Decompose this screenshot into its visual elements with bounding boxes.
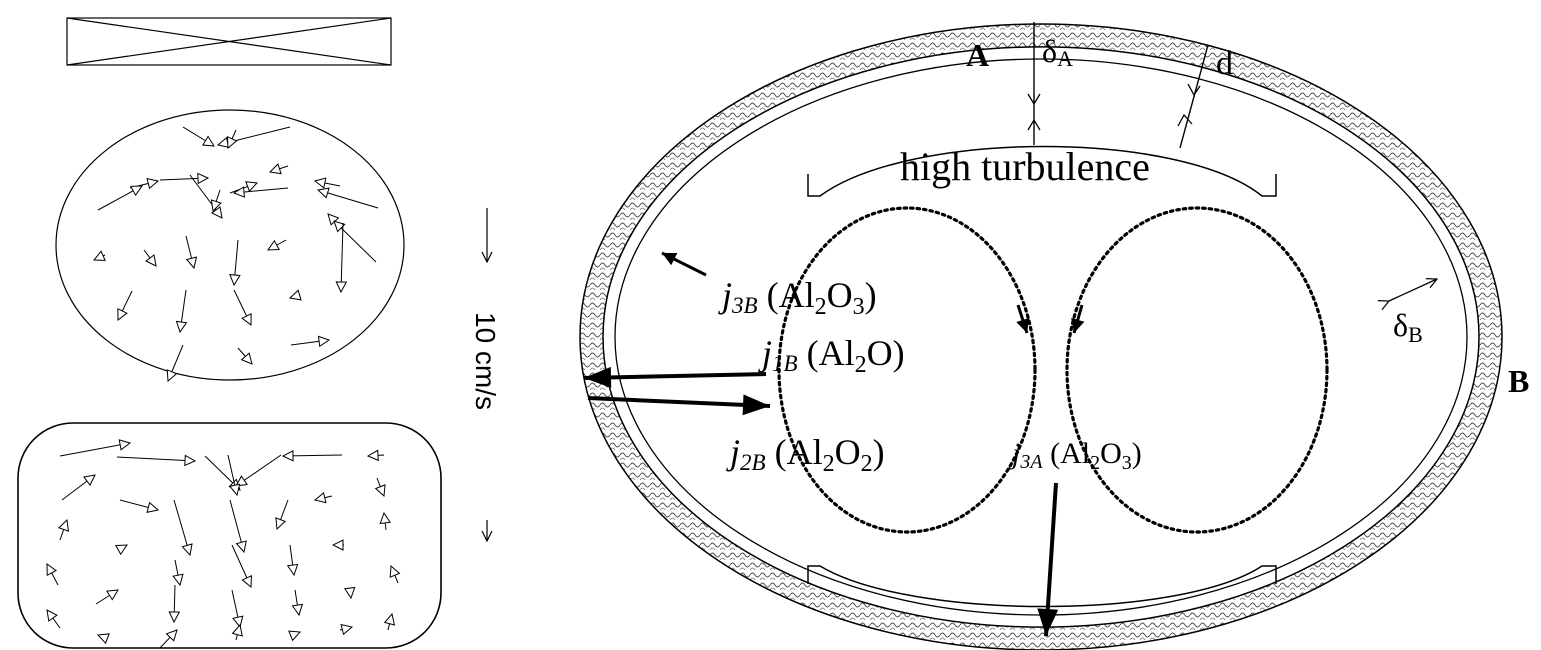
rounded-vector [60, 520, 67, 541]
loop-arrow-left [1016, 304, 1030, 334]
rounded-vector [290, 632, 300, 636]
ellipse-vector [268, 239, 287, 250]
lining-ring [579, 23, 1503, 650]
rounded-vector [231, 544, 251, 587]
rounded-vector [295, 589, 299, 615]
vessel-contour [807, 145, 1277, 197]
thickness-indicators [1027, 22, 1437, 301]
rounded-vector [174, 584, 175, 622]
rounded-vector [61, 475, 95, 501]
rounded-vector [368, 455, 385, 456]
ellipse-velocity-field [55, 109, 405, 381]
ellipse-vector [185, 235, 194, 268]
cross-section [579, 23, 1503, 650]
ellipse-vector [233, 289, 251, 325]
ellipse-vector [334, 221, 377, 263]
ellipse-vector [189, 174, 222, 218]
ellipse-vector [318, 190, 379, 209]
rounded-vector [116, 457, 195, 461]
ellipse-vector [97, 186, 142, 211]
rounded-vector [388, 614, 392, 631]
rounded-vector [118, 545, 127, 550]
rounded-vector [159, 630, 177, 649]
boundary-layer [614, 58, 1468, 616]
rounded-vector [290, 544, 294, 575]
rounded-vector [227, 454, 237, 495]
ellipse-vector [168, 344, 184, 381]
rounded-vector [229, 499, 244, 552]
rounded-vector [377, 477, 384, 496]
ellipse-vector [341, 222, 343, 292]
point-a-label: A [966, 37, 989, 73]
diagram-labels: A B δA d high turbulence δB j3B (Al2O3) … [718, 33, 1529, 477]
d-label: d [1216, 45, 1233, 82]
delta-b-label: δB [1393, 307, 1423, 347]
flux-label-j1b: j1B (Al2O) [758, 333, 905, 378]
rounded-vector [59, 443, 130, 457]
ellipse-vector [270, 166, 289, 172]
delta-b-arrow [1389, 279, 1437, 301]
scale-label: 10 cm/s [470, 312, 501, 410]
high-turbulence-label: high turbulence [900, 144, 1150, 189]
vessel-contour-bottom [807, 565, 1277, 608]
d-line [1179, 44, 1209, 149]
ellipse-vector [143, 249, 156, 266]
rounded-vector [98, 635, 106, 638]
ellipse-vector [129, 181, 158, 188]
ellipse-vector [315, 181, 341, 186]
recirculation-right [1065, 206, 1329, 534]
rounded-vector [236, 454, 282, 486]
velocity-scale: 10 cm/s [470, 208, 501, 541]
point-b-label: B [1508, 363, 1529, 399]
rounded-vector [119, 499, 158, 510]
ellipse-vector [218, 126, 291, 145]
flux-label-j3b: j3B (Al2O3) [718, 275, 877, 320]
ellipse-vector [182, 126, 214, 146]
rounded-vector-set [47, 443, 398, 649]
rounded-vector [173, 499, 190, 555]
flux-arrows [583, 251, 1059, 637]
flux-label-j2b: j2B (Al2O2) [726, 432, 885, 477]
j1b-arrow [583, 366, 767, 388]
rounded-velocity-field [17, 422, 442, 649]
ellipse-vector [228, 129, 236, 148]
ellipse-vector [234, 188, 289, 193]
loop-arrow-right [1071, 304, 1085, 334]
rounded-vector [95, 590, 118, 605]
rounded-vector [236, 625, 240, 641]
ellipse-vector [290, 340, 329, 345]
delta-a-label: δA [1042, 33, 1073, 71]
rounded-vector [47, 564, 59, 586]
ellipse-vector [94, 255, 105, 260]
ellipse-vector [180, 289, 186, 332]
rounded-vector [315, 496, 333, 500]
rounded-vector [391, 566, 398, 584]
ellipse-vector-set [94, 126, 379, 381]
rounded-vector [350, 590, 351, 598]
rounded-vector [231, 589, 240, 627]
rounded-vector [277, 499, 289, 529]
ellipse-vector [118, 290, 133, 320]
ellipse-vector [234, 239, 238, 285]
rounded-vector [283, 455, 343, 456]
j2b-arrow [587, 394, 771, 416]
ellipse-vector [159, 178, 208, 180]
ellipse-vector [290, 295, 300, 298]
flux-label-j3a: j3A (Al2O3) [1008, 437, 1142, 474]
rounded-vector [175, 559, 180, 585]
j3a-arrow [1037, 482, 1059, 637]
ellipse-vector [237, 347, 252, 364]
rounded-vector [339, 627, 352, 630]
rounded-vector [384, 513, 386, 531]
j3b-arrow [661, 251, 707, 277]
rounded-vector [47, 610, 61, 629]
nozzle-symbol [66, 17, 392, 66]
ellipse-vector [213, 189, 220, 211]
recirculation-left [777, 206, 1037, 534]
